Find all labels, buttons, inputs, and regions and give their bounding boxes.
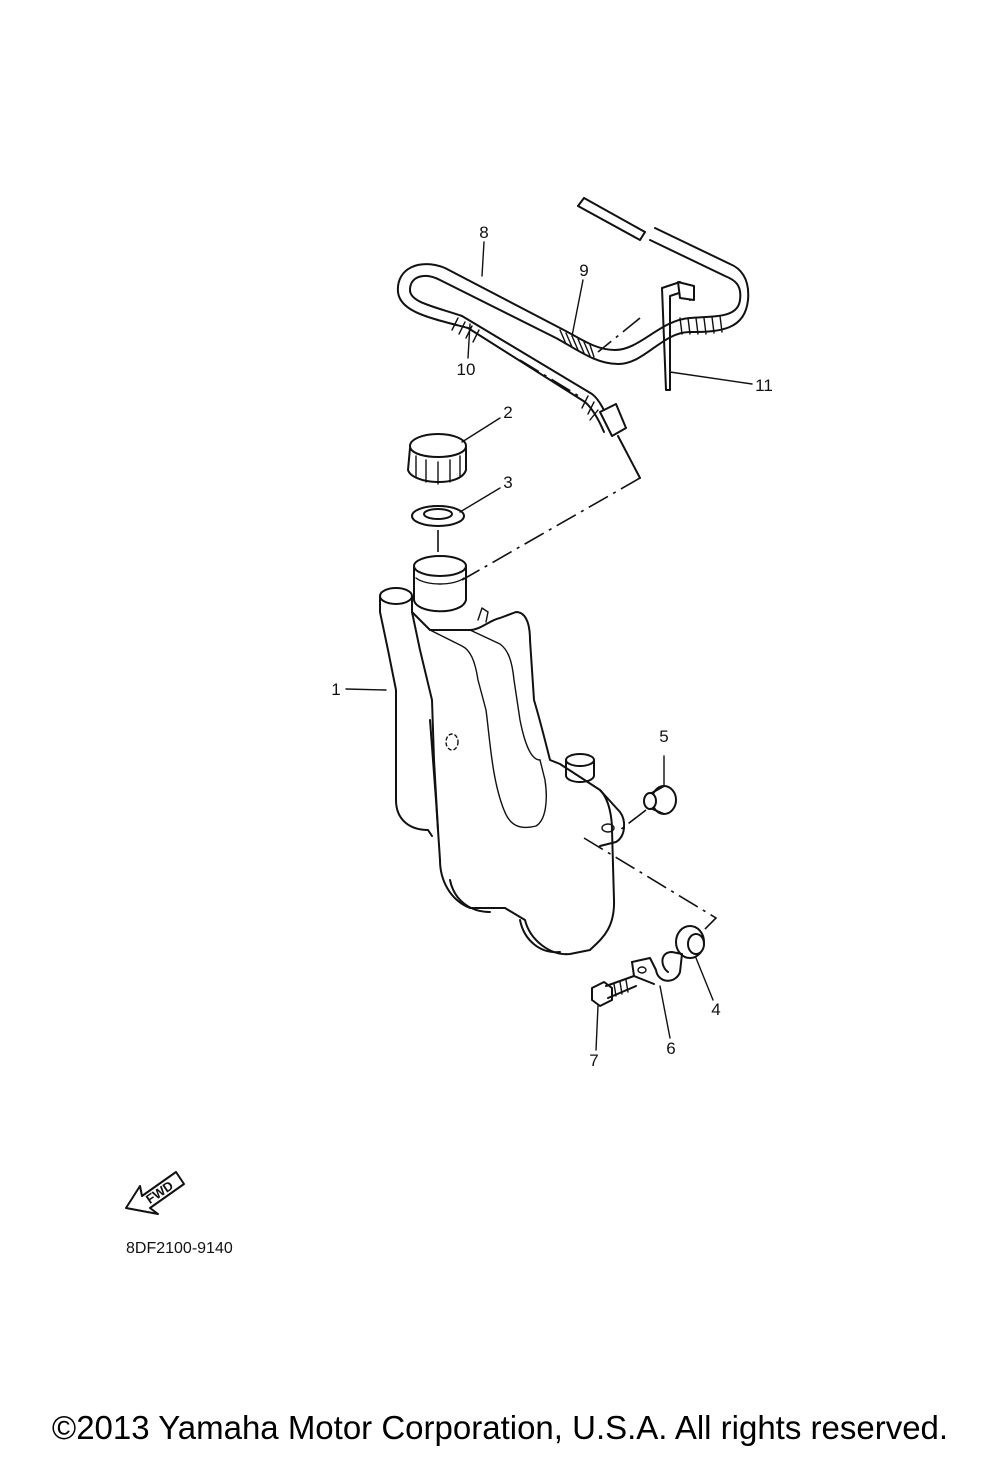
- diagram-code: 8DF2100-9140: [126, 1240, 233, 1257]
- grommet-4: [675, 925, 705, 959]
- callout-1: 1: [331, 680, 340, 699]
- tank-1: [379, 555, 626, 956]
- coil-spring-10: [451, 317, 599, 421]
- callout-7: 7: [589, 1051, 598, 1070]
- cap-2: [407, 433, 467, 485]
- callout-6: 6: [666, 1039, 675, 1058]
- callout-9: 9: [579, 261, 588, 280]
- callout-2: 2: [503, 403, 512, 422]
- gasket-3: [411, 505, 465, 527]
- callout-3: 3: [503, 473, 512, 492]
- callout-4: 4: [711, 1000, 720, 1019]
- bolt-7: [591, 975, 637, 1007]
- fwd-arrow-icon: FWD: [125, 1171, 185, 1215]
- copyright-notice: ©2013 Yamaha Motor Corporation, U.S.A. A…: [51, 1409, 949, 1446]
- coil-spring-right: [679, 315, 723, 335]
- coil-spring-9: [559, 329, 595, 358]
- callout-8: 8: [479, 223, 488, 242]
- collar-5: [643, 785, 677, 815]
- callout-labels: 1 2 3 4 5 6 7 8 9 10 11: [331, 223, 773, 1070]
- callout-leaders: [345, 241, 753, 1051]
- callout-11: 11: [755, 376, 773, 395]
- bracket-11: [661, 281, 695, 391]
- clamp-6: [631, 951, 683, 985]
- callout-10: 10: [457, 360, 476, 379]
- hose-assembly: [396, 197, 750, 581]
- callout-5: 5: [659, 727, 668, 746]
